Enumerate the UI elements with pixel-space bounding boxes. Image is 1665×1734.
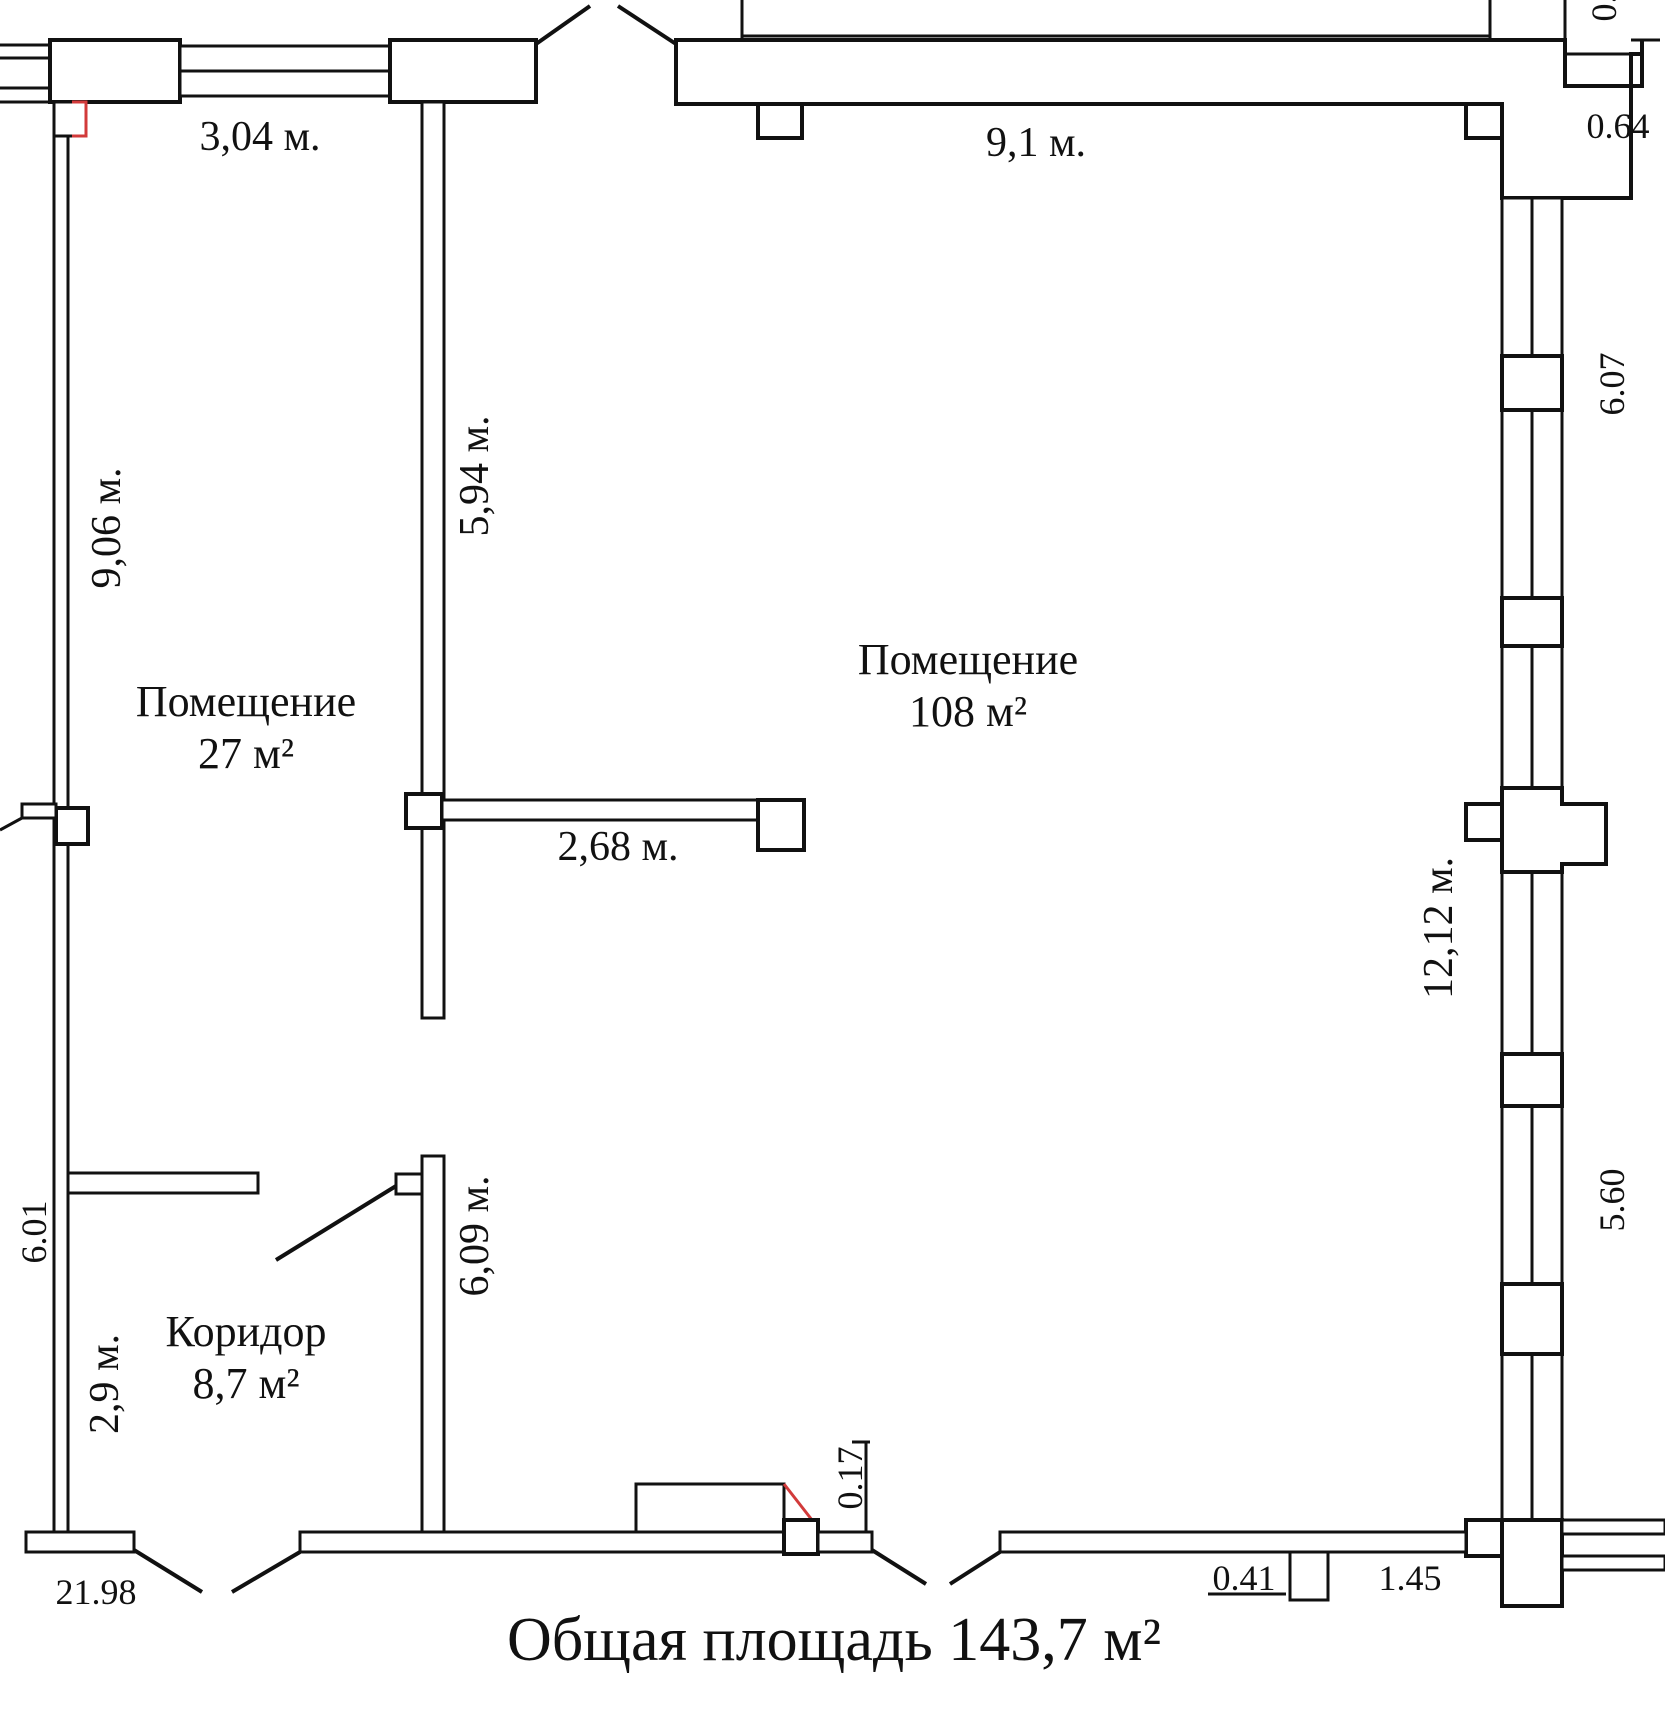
door-swing-corridor xyxy=(274,1184,398,1262)
dim-top-right-wall: 9,1 м. xyxy=(986,120,1086,166)
corridor-label: Коридор 8,7 м² xyxy=(165,1307,326,1408)
total-area: Общая площадь 143,7 м² xyxy=(507,1606,1161,1674)
dim-bottom-right-b: 1.45 xyxy=(1379,1558,1442,1598)
room-small-name: Помещение xyxy=(136,677,356,726)
dim-right-wall: 12,12 м. xyxy=(1416,857,1462,999)
room-large-area: 108 м² xyxy=(909,687,1027,736)
room-small-label: Помещение 27 м² xyxy=(136,677,356,778)
room-small-area: 27 м² xyxy=(198,729,294,778)
dim-left-wall: 9,06 м. xyxy=(84,467,130,588)
dim-bottom-right-a: 0.41 xyxy=(1213,1558,1276,1598)
corridor-name: Коридор xyxy=(165,1307,326,1356)
room-large-label: Помещение 108 м² xyxy=(858,635,1078,736)
top-right-wall xyxy=(674,0,1660,200)
dim-partition-upper: 5,94 м. xyxy=(452,415,498,536)
left-outer-wall xyxy=(0,100,90,1534)
partition-upper xyxy=(404,100,806,1020)
dim-top-right-corner: 0. xyxy=(1584,0,1624,22)
room-large-name: Помещение xyxy=(858,635,1078,684)
dim-right-lower: 5.60 xyxy=(1592,1169,1632,1232)
door-swing-top xyxy=(616,4,678,46)
dim-bottom-step: 0.17 xyxy=(830,1447,870,1510)
dim-partition-stub: 2,68 м. xyxy=(557,824,678,870)
dim-bottom-left: 21.98 xyxy=(56,1572,137,1612)
right-wall xyxy=(1464,196,1665,1608)
bottom-walls xyxy=(24,1440,1468,1602)
dim-right-upper: 6.07 xyxy=(1592,353,1632,416)
dim-corridor-wall: 2,9 м. xyxy=(82,1334,128,1434)
dim-left-outer: 6.01 xyxy=(14,1201,54,1264)
dim-top-right-small: 0.64 xyxy=(1587,106,1650,146)
top-left-wall xyxy=(0,4,592,104)
corridor-area: 8,7 м² xyxy=(192,1359,299,1408)
dim-partition-lower: 6,09 м. xyxy=(452,1175,498,1296)
dim-top-left-wall: 3,04 м. xyxy=(199,114,320,160)
